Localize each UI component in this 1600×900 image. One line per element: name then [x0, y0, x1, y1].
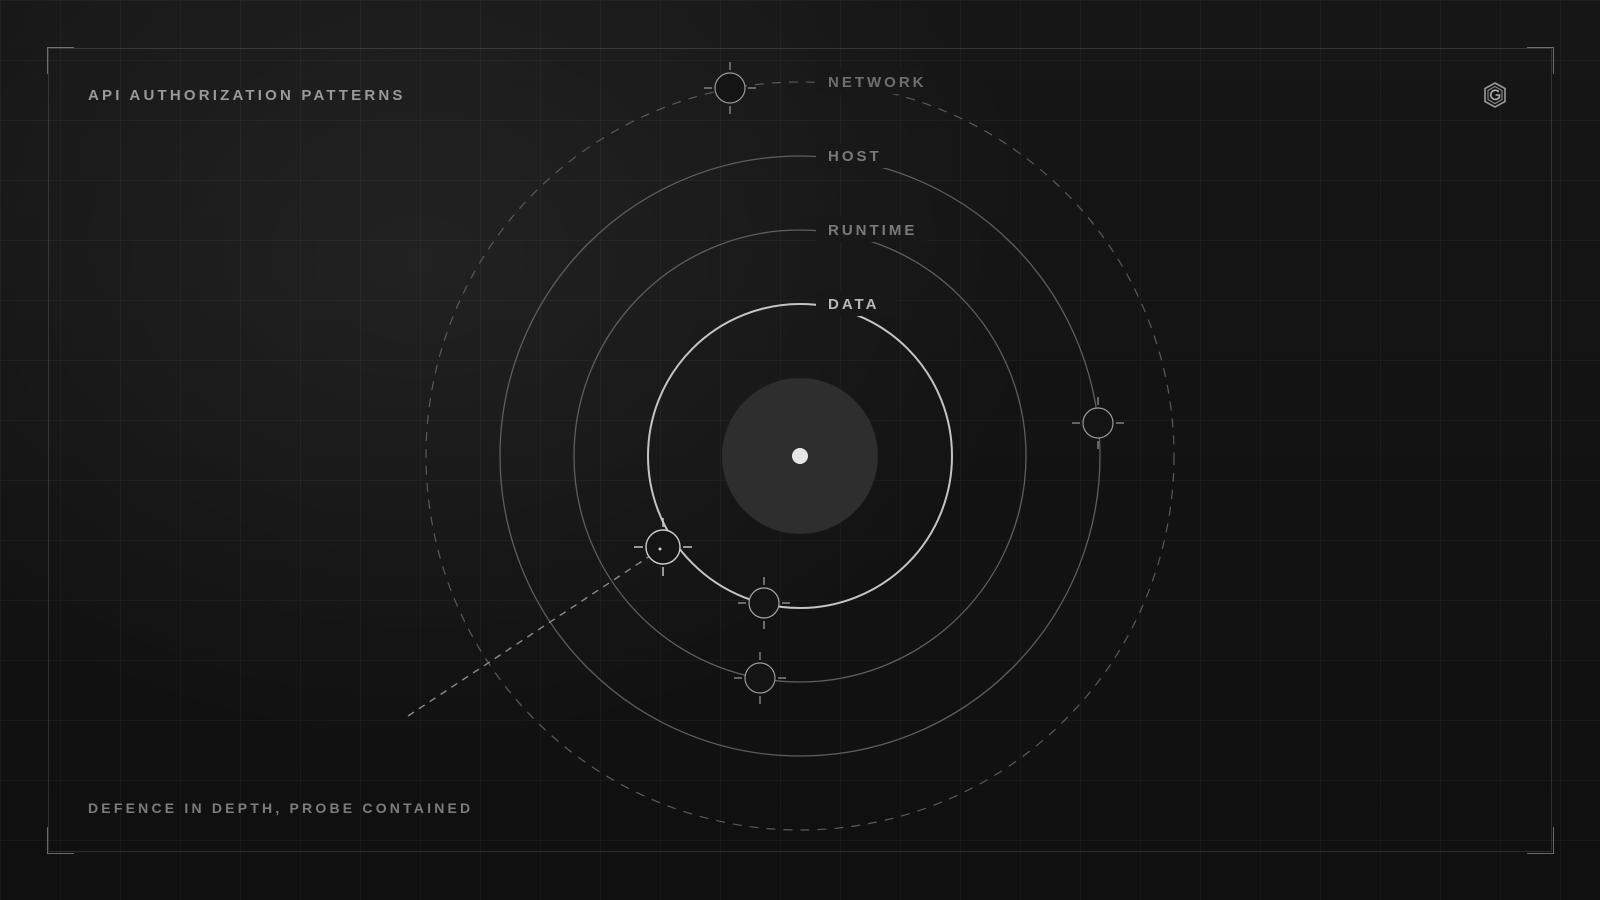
frame-corner-bottom-right — [1527, 827, 1554, 854]
ring-label-data: DATA — [816, 291, 894, 316]
probe-path — [407, 547, 663, 717]
ring-label-network: NETWORK — [816, 69, 927, 94]
core-dot-icon — [792, 448, 808, 464]
ring-label-host: HOST — [816, 143, 894, 168]
crosshair-network-top — [704, 62, 756, 114]
crosshair-data-bottom — [738, 577, 790, 629]
page-caption: DEFENCE IN DEPTH, PROBE CONTAINED — [88, 800, 474, 816]
ring-label-runtime: RUNTIME — [816, 217, 928, 242]
ring-label-host-text: HOST — [828, 148, 882, 165]
crosshair-runtime-bottom — [734, 652, 786, 704]
crosshair-network-right — [1072, 397, 1124, 449]
ring-label-data-text: DATA — [828, 296, 879, 313]
frame-corner-top-left — [47, 47, 74, 74]
ring-data — [647, 303, 953, 609]
hexagon-g-logo-icon — [1484, 82, 1506, 108]
ring-network — [425, 81, 1175, 831]
frame-corner-bottom-left — [47, 827, 74, 854]
crosshair-probe — [634, 518, 692, 576]
page-title: API AUTHORIZATION PATTERNS — [88, 87, 406, 104]
ring-label-network-text: NETWORK — [828, 74, 927, 91]
ring-host — [499, 155, 1101, 757]
frame-corner-top-right — [1527, 47, 1554, 74]
frame-border — [48, 48, 1552, 852]
ring-runtime — [573, 229, 1027, 683]
ring-label-runtime-text: RUNTIME — [828, 222, 917, 239]
